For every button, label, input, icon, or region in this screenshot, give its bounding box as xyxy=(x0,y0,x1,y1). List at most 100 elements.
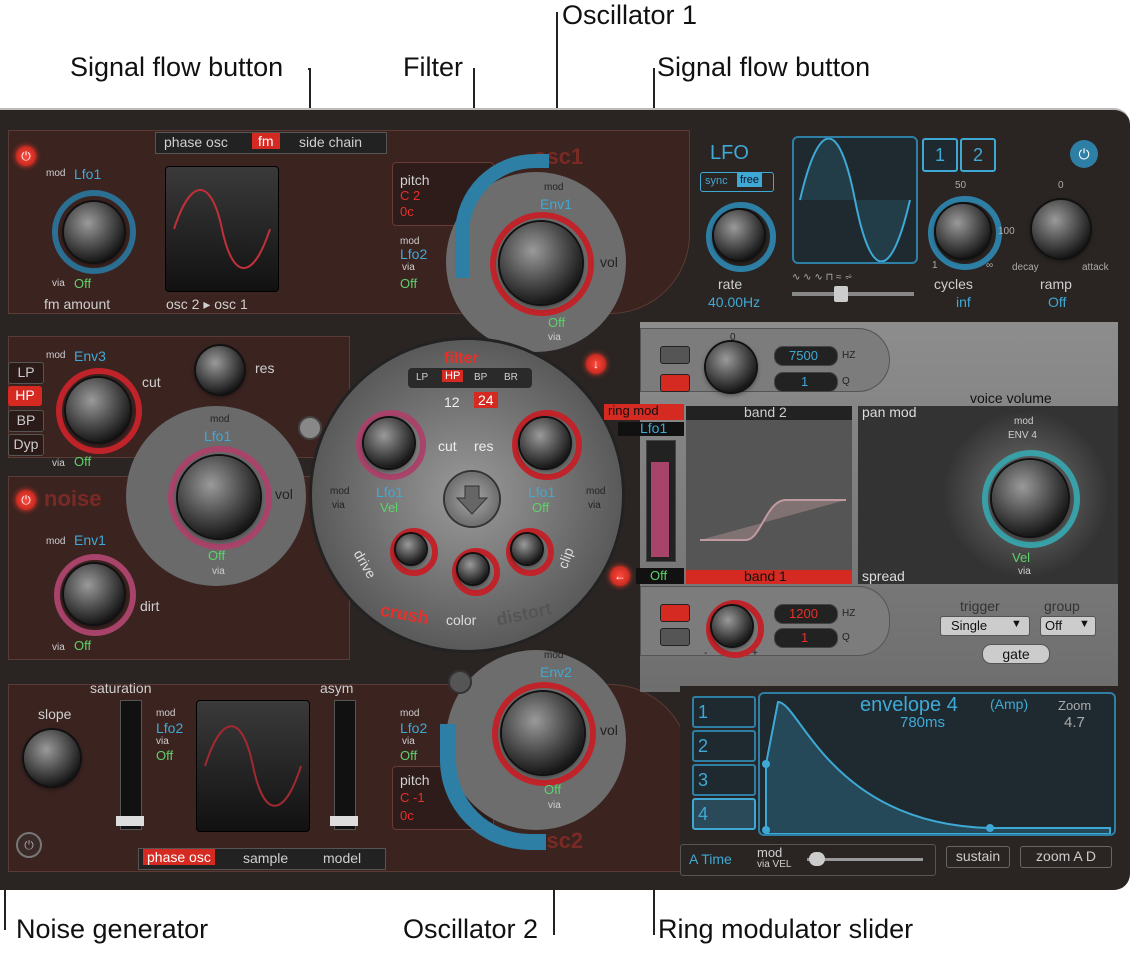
osc1-vol-via[interactable]: Off xyxy=(548,315,566,330)
osc2-vol-via[interactable]: Off xyxy=(544,782,562,797)
osc1-pitch-cents[interactable]: 0c xyxy=(400,204,414,219)
cycles-knob[interactable] xyxy=(936,204,990,258)
color-knob[interactable] xyxy=(458,554,488,584)
filter-cut-knob[interactable] xyxy=(364,418,414,468)
band1-mode-peak[interactable] xyxy=(660,628,690,646)
band2-mode-peak[interactable] xyxy=(660,374,690,392)
filter-type-hp[interactable]: HP xyxy=(442,370,464,382)
osc1-tab-phase-osc[interactable]: phase osc xyxy=(164,134,228,150)
ringmod-signal-flow-button[interactable]: ← xyxy=(610,566,630,586)
noise-vol-mod[interactable]: Lfo1 xyxy=(204,428,232,444)
filter-left-via[interactable]: Vel xyxy=(380,500,399,515)
osc1-tab-side-chain[interactable]: side chain xyxy=(299,134,363,150)
band2-mode-lowpass[interactable] xyxy=(660,346,690,364)
cut-mod-source[interactable]: Env3 xyxy=(74,348,106,364)
cut-via-value[interactable]: Off xyxy=(74,454,92,469)
band1-mode-highpass[interactable] xyxy=(660,604,690,622)
band2-hz-field[interactable]: 7500 xyxy=(774,346,838,366)
band1-knob[interactable] xyxy=(712,606,752,646)
ringmod-value-field[interactable]: Off xyxy=(636,568,684,584)
saturation-slider-handle[interactable] xyxy=(116,816,144,826)
filter-type-lp[interactable]: LP xyxy=(416,372,429,383)
gate-button[interactable]: gate xyxy=(982,644,1050,664)
osc1-vol-knob[interactable] xyxy=(500,222,582,304)
zoom-ad-button[interactable]: zoom A D xyxy=(1020,846,1112,868)
filter-mode-hp[interactable]: HP xyxy=(8,386,42,406)
filter-right-via[interactable]: Off xyxy=(532,500,550,515)
sustain-button[interactable]: sustain xyxy=(946,846,1010,868)
lfo-tab-1[interactable]: 1 xyxy=(922,138,958,172)
voice-via-value[interactable]: Vel xyxy=(1012,550,1031,565)
osc2-tab-sample[interactable]: sample xyxy=(243,850,289,866)
osc1-mod-source[interactable]: Lfo1 xyxy=(74,166,102,182)
saturation-slider[interactable] xyxy=(120,700,142,830)
fm-amount-knob[interactable] xyxy=(64,202,124,262)
band2-knob[interactable] xyxy=(706,342,756,392)
lfo-rate-knob[interactable] xyxy=(714,210,764,260)
env-slot-2[interactable]: 2 xyxy=(692,730,756,762)
clip-knob[interactable] xyxy=(512,534,542,564)
filter-blend-button[interactable] xyxy=(445,472,499,526)
osc2-pitch-cents[interactable]: 0c xyxy=(400,808,414,823)
osc2-tab-phase-osc[interactable]: phase osc xyxy=(143,849,215,865)
asym-slider-handle[interactable] xyxy=(330,816,358,826)
osc1-power-button[interactable]: ⏻ xyxy=(16,146,36,166)
osc2-via-value[interactable]: Off xyxy=(156,748,174,763)
band1-hz-field[interactable]: 1200 xyxy=(774,604,838,624)
noise-power-button[interactable]: ⏻ xyxy=(16,490,36,510)
filter-type-br[interactable]: BR xyxy=(504,372,518,383)
noise-vol-knob[interactable] xyxy=(178,456,260,538)
lfo-wave-slider[interactable] xyxy=(792,292,914,296)
asym-slider[interactable] xyxy=(334,700,356,830)
osc1-via-value[interactable]: Off xyxy=(74,276,92,291)
lfo-sync-option[interactable]: sync xyxy=(705,175,728,187)
ramp-knob[interactable] xyxy=(1032,200,1090,258)
voice-mod-source[interactable]: ENV 4 xyxy=(1008,430,1037,441)
group-select[interactable]: Off ▼ xyxy=(1040,616,1096,636)
filter-left-mod[interactable]: Lfo1 xyxy=(376,484,404,500)
drive-knob[interactable] xyxy=(396,534,426,564)
lfo-tab-2[interactable]: 2 xyxy=(960,138,996,172)
filter-mode-lp[interactable]: LP xyxy=(8,362,44,384)
band1-q-field[interactable]: 1 xyxy=(774,628,838,648)
ringmod-source-field[interactable]: Lfo1 xyxy=(618,420,684,436)
slope-knob[interactable] xyxy=(24,730,80,786)
osc2-sync-button[interactable] xyxy=(448,670,472,694)
filter-slope-12[interactable]: 12 xyxy=(444,394,460,410)
atime-slider[interactable] xyxy=(807,858,923,861)
noise-via-value[interactable]: Off xyxy=(74,638,92,653)
osc2-vol-knob[interactable] xyxy=(502,692,584,774)
filter-res-knob[interactable] xyxy=(520,418,570,468)
env-slot-4[interactable]: 4 xyxy=(692,798,756,830)
cut-knob[interactable] xyxy=(66,378,130,442)
env-slot-1[interactable]: 1 xyxy=(692,696,756,728)
voice-volume-knob[interactable] xyxy=(992,460,1068,536)
osc2-mod-source[interactable]: Lfo2 xyxy=(156,720,184,736)
osc1-pitch-via[interactable]: Off xyxy=(400,276,418,291)
filter-slope-24[interactable]: 24 xyxy=(474,392,498,408)
osc1-pitch-mod[interactable]: Lfo2 xyxy=(400,246,428,262)
filter-mode-dyp[interactable]: Dyp xyxy=(8,434,44,456)
noise-mod-source[interactable]: Env1 xyxy=(74,532,106,548)
noise-vol-via[interactable]: Off xyxy=(208,548,226,563)
filter-mode-bp[interactable]: BP xyxy=(8,410,44,432)
osc2-pitch-via[interactable]: Off xyxy=(400,748,418,763)
lfo-wave-shapes[interactable]: ∿ ∿ ∿ ⊓ ≈ ⩫ xyxy=(792,272,853,283)
band2-q-field[interactable]: 1 xyxy=(774,372,838,392)
signal-flow-button-right[interactable]: ↓ xyxy=(586,354,606,374)
lfo-power-button[interactable]: ⏻ xyxy=(1070,140,1098,168)
osc2-power-button[interactable]: ⏻ xyxy=(16,832,42,858)
lfo-free-option[interactable]: free xyxy=(737,173,762,187)
osc1-vol-mod[interactable]: Env1 xyxy=(540,196,572,212)
atime-slider-handle[interactable] xyxy=(809,852,825,866)
filter-right-mod[interactable]: Lfo1 xyxy=(528,484,556,500)
osc2-pitch-mod[interactable]: Lfo2 xyxy=(400,720,428,736)
trigger-select[interactable]: Single ▼ xyxy=(940,616,1030,636)
signal-flow-button-left[interactable] xyxy=(298,416,322,440)
filter-type-bp[interactable]: BP xyxy=(474,372,488,383)
osc1-pitch-value[interactable]: C 2 xyxy=(400,188,421,203)
env-slot-3[interactable]: 3 xyxy=(692,764,756,796)
osc1-tab-fm[interactable]: fm xyxy=(252,133,280,149)
osc2-vol-mod[interactable]: Env2 xyxy=(540,664,572,680)
osc2-tab-model[interactable]: model xyxy=(323,850,362,866)
